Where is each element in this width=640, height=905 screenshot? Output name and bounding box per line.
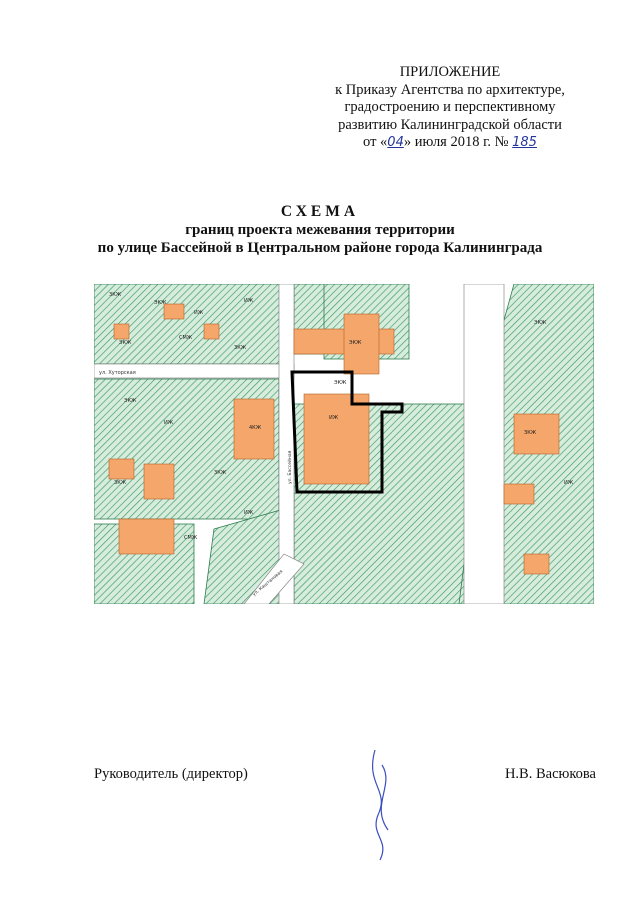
date-mid: » июля 2018 г. №: [403, 134, 509, 150]
order-number: 185: [512, 135, 537, 150]
appendix-line-2: градостроению и перспективному: [344, 99, 556, 115]
map-label: ЗКЖ: [234, 345, 247, 351]
map-label: ЭКЖ: [154, 300, 167, 306]
handwritten-signature: [372, 749, 389, 861]
appendix-line-3: развитию Калининградской области: [338, 116, 562, 133]
document-title: СХЕМА границ проекта межевания территори…: [0, 203, 640, 257]
map-label: ИЖ: [329, 415, 339, 421]
map-label: ИЖ: [164, 420, 174, 426]
map-label: ЗКЖ: [524, 430, 537, 436]
cadastral-map: ЗКЖ ЭКЖ ИЖ ИЖ ЭКЖ СМЖ ЗКЖ ЭКЖ ИЖ ЗКЖ ЗКЖ ИЖ 4КЖ ЭКЖ ИЖ…: [94, 284, 594, 604]
appendix-line-1: к Приказу Агентства по архитектуре,: [335, 81, 565, 98]
map-label: ИЖ: [564, 480, 574, 486]
map-label: ЭКЖ: [119, 340, 132, 346]
appendix-heading: ПРИЛОЖЕНИЕ: [399, 64, 501, 80]
date-day: 04: [387, 135, 404, 150]
project-boundary: [290, 370, 404, 494]
title-main: СХЕМА: [280, 203, 360, 220]
map-label: СМЖ: [179, 335, 193, 341]
street-label-basseynaya: ул. Бассейная: [286, 450, 293, 484]
map-label: ИЖ: [244, 510, 254, 516]
map-label: ЭКЖ: [334, 380, 347, 386]
buildings: [108, 303, 560, 575]
title-sub-1: границ проекта межевания территории: [185, 222, 455, 238]
map-label: ЗКЖ: [109, 292, 122, 298]
signatory-name: Н.В. Васюкова: [504, 766, 596, 782]
map-label: ЭКЖ: [534, 320, 547, 326]
map-label: СМЖ: [184, 535, 198, 541]
appendix-date-line: от «04» июля 2018 г. № 185: [300, 134, 600, 152]
map-labels: ЗКЖ ЭКЖ ИЖ ИЖ ЭКЖ СМЖ ЗКЖ ЭКЖ ИЖ ЗКЖ ЗКЖ ИЖ 4КЖ ЭКЖ ИЖ…: [109, 292, 574, 541]
map-label: ЭКЖ: [349, 340, 362, 346]
signatory-title: Руководитель (директор): [94, 766, 248, 782]
street-label-khutorskaya: ул. Хуторская: [99, 370, 136, 376]
title-sub-2: по улице Бассейной в Центральном районе …: [97, 240, 543, 256]
roads: [94, 284, 505, 604]
date-prefix: от «: [363, 134, 388, 150]
map-label: ИЖ: [194, 310, 204, 316]
map-label: ЗКЖ: [214, 470, 227, 476]
map-label: 4КЖ: [249, 425, 262, 431]
map-label: ИЖ: [244, 298, 254, 304]
map-label: ЭКЖ: [124, 398, 137, 404]
appendix-block: ПРИЛОЖЕНИЕ к Приказу Агентства по архите…: [300, 64, 600, 152]
map-label: ЗКЖ: [114, 480, 127, 486]
